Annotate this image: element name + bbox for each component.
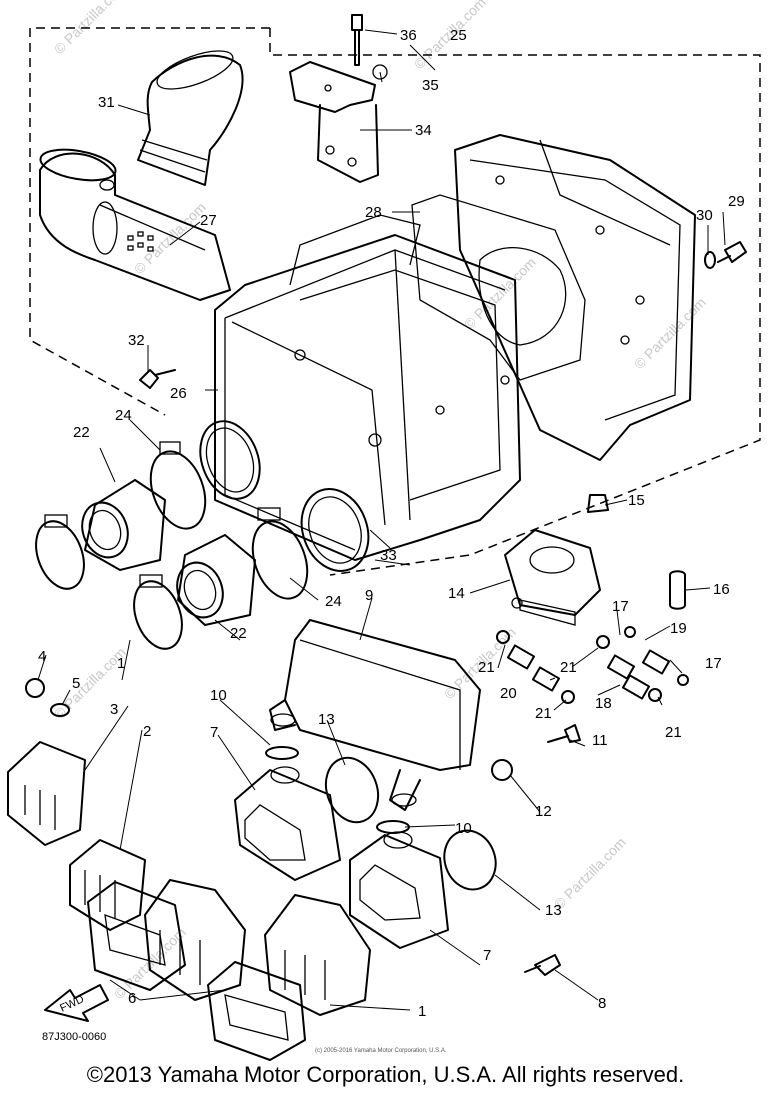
callout-2: 2 bbox=[143, 723, 151, 740]
callout-3: 3 bbox=[110, 701, 118, 718]
callout-34: 34 bbox=[415, 122, 432, 139]
bolt bbox=[547, 724, 581, 743]
callout-26: 26 bbox=[170, 385, 187, 402]
callout-21: 21 bbox=[560, 659, 577, 676]
callout-7: 7 bbox=[210, 724, 218, 741]
callout-14: 14 bbox=[448, 585, 465, 602]
callout-13: 13 bbox=[318, 711, 335, 728]
mounting-bracket bbox=[289, 14, 388, 183]
callout-8: 8 bbox=[598, 995, 606, 1012]
callout-7: 7 bbox=[483, 947, 491, 964]
callout-10: 10 bbox=[455, 820, 472, 837]
leader-lines bbox=[37, 29, 726, 1011]
callout-17: 17 bbox=[705, 655, 722, 672]
reed-valves bbox=[7, 741, 371, 1061]
o-ring bbox=[376, 820, 410, 834]
watermark: © Partzilla.com bbox=[631, 294, 709, 372]
diagram-code: 87J300-0060 bbox=[42, 1031, 106, 1043]
assembly-boundary bbox=[29, 27, 761, 576]
intake-joints bbox=[35, 420, 370, 650]
callout-30: 30 bbox=[696, 207, 713, 224]
screw-and-washer bbox=[704, 241, 747, 269]
air-box-lid bbox=[411, 134, 696, 461]
air-box-body bbox=[214, 214, 521, 561]
intake-tube bbox=[39, 148, 231, 301]
callout-1: 1 bbox=[117, 655, 125, 672]
bolt bbox=[139, 369, 176, 389]
callout-16: 16 bbox=[713, 581, 730, 598]
callout-18: 18 bbox=[595, 695, 612, 712]
o-ring bbox=[265, 746, 299, 760]
fwd-arrow: FWD bbox=[44, 984, 109, 1022]
callout-15: 15 bbox=[628, 492, 645, 509]
fuel-hoses bbox=[496, 626, 689, 704]
callout-1: 1 bbox=[418, 1003, 426, 1020]
intake-manifold bbox=[234, 766, 449, 949]
callout-32: 32 bbox=[128, 332, 145, 349]
callout-21: 21 bbox=[535, 705, 552, 722]
callout-21: 21 bbox=[665, 724, 682, 741]
watermarks: © Partzilla.com © Partzilla.com © Partzi… bbox=[51, 0, 709, 1002]
callout-5: 5 bbox=[72, 675, 80, 692]
callout-27: 27 bbox=[200, 212, 217, 229]
callout-22: 22 bbox=[230, 625, 247, 642]
callout-35: 35 bbox=[422, 77, 439, 94]
callout-36: 36 bbox=[400, 27, 417, 44]
callout-31: 31 bbox=[98, 94, 115, 111]
nut bbox=[491, 759, 513, 781]
callout-29: 29 bbox=[728, 193, 745, 210]
callout-24: 24 bbox=[115, 407, 132, 424]
callout-4: 4 bbox=[38, 648, 46, 665]
callout-12: 12 bbox=[535, 803, 552, 820]
callout-10: 10 bbox=[210, 687, 227, 704]
callout-20: 20 bbox=[500, 685, 517, 702]
callout-33: 33 bbox=[380, 547, 397, 564]
callout-13: 13 bbox=[545, 902, 562, 919]
callout-28: 28 bbox=[365, 204, 382, 221]
callout-9: 9 bbox=[365, 587, 373, 604]
callout-21: 21 bbox=[478, 659, 495, 676]
fuel-pump bbox=[504, 494, 686, 626]
intake-silencer bbox=[269, 619, 481, 811]
hose-clamp bbox=[324, 756, 380, 824]
watermark: © Partzilla.com bbox=[461, 254, 539, 332]
copyright-notice: ©2013 Yamaha Motor Corporation, U.S.A. A… bbox=[86, 1062, 685, 1087]
callout-17: 17 bbox=[612, 598, 629, 615]
callout-25: 25 bbox=[450, 27, 467, 44]
watermark: © Partzilla.com bbox=[551, 834, 629, 912]
callout-6: 6 bbox=[128, 990, 136, 1007]
callout-22: 22 bbox=[73, 424, 90, 441]
callout-numbers: 36 25 35 31 34 27 28 29 30 32 26 24 22 1… bbox=[38, 27, 745, 1020]
tiny-copyright: (c) 2005-2016 Yamaha Motor Corporation, … bbox=[315, 1048, 447, 1054]
callout-24: 24 bbox=[325, 593, 342, 610]
hose-clamp bbox=[443, 829, 497, 891]
callout-19: 19 bbox=[670, 620, 687, 637]
callout-11: 11 bbox=[592, 732, 608, 749]
bolt-and-washer bbox=[25, 678, 70, 717]
watermark: © Partzilla.com bbox=[131, 199, 209, 277]
elbow-duct bbox=[137, 50, 244, 186]
bolt bbox=[524, 954, 561, 976]
